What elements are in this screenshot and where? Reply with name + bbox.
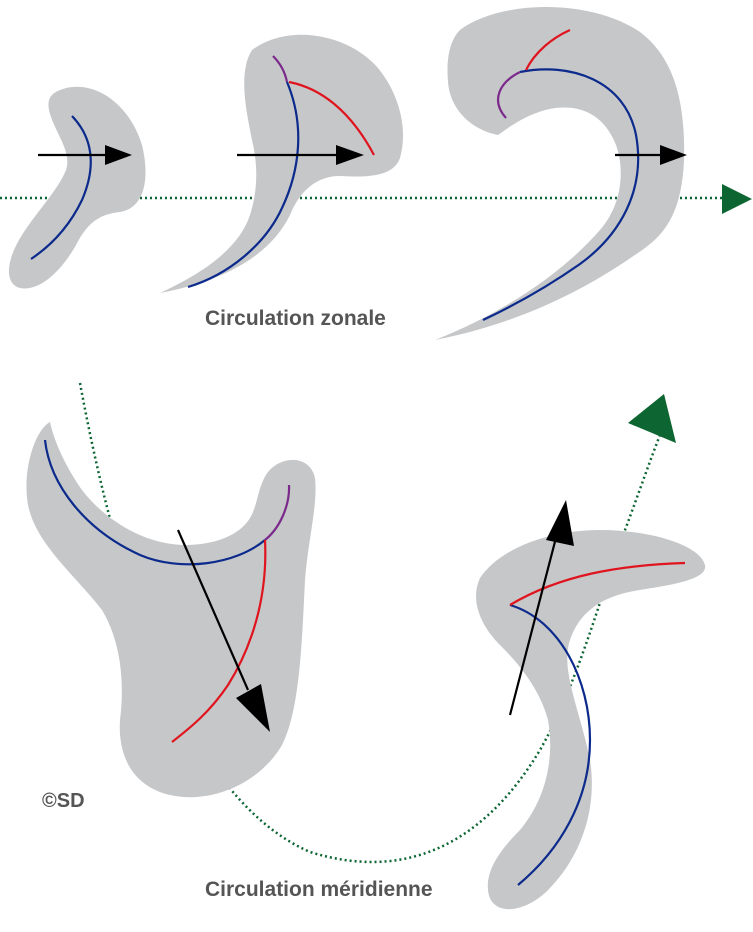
meridional-ridge-motion-arrowhead — [546, 500, 574, 546]
zonal-wave-1 — [8, 86, 146, 289]
meridional-trough-motion-arrowhead — [236, 684, 270, 732]
zonal-wave-3-red-front — [525, 28, 571, 71]
meridional-trough-blue-front — [43, 439, 266, 566]
meridional-ridge-red-front — [509, 561, 686, 606]
meridional-ridge-motion-arrow — [508, 529, 560, 716]
copyright-label: ©SD — [42, 790, 85, 812]
zonal-flow-arrowhead — [722, 184, 752, 214]
zonal-circulation-label: Circulation zonale — [205, 307, 386, 330]
zonal-wave-3-blue-front — [482, 68, 640, 321]
zonal-wave-2-shape — [160, 34, 404, 294]
meridional-flow-arrowhead — [628, 394, 676, 443]
meridional-trough-shape — [26, 422, 316, 798]
zonal-wave-3-shape — [435, 7, 685, 340]
meridional-trough-motion-arrow — [176, 529, 250, 691]
zonal-wave-1-blue-front — [30, 115, 92, 260]
meridional-ridge — [476, 500, 706, 910]
zonal-wave-2-red-front — [288, 80, 375, 156]
zonal-wave-2 — [160, 34, 404, 294]
zonal-wave-3-purple-front — [496, 71, 521, 119]
meridional-circulation-label: Circulation méridienne — [205, 878, 433, 901]
zonal-wave-1-motion-arrowhead — [105, 145, 132, 165]
zonal-wave-2-purple-front — [272, 55, 289, 83]
meridional-trough-red-front — [171, 539, 267, 743]
zonal-wave-3 — [435, 7, 687, 340]
meridional-ridge-shape — [476, 530, 706, 910]
meridional-ridge-blue-front — [509, 603, 592, 886]
zonal-wave-3-motion-arrowhead — [660, 145, 687, 165]
meridional-trough — [26, 422, 316, 798]
zonal-wave-1-shape — [8, 86, 146, 289]
zonal-wave-2-blue-front — [187, 81, 300, 289]
meridional-trough-purple-front — [264, 484, 291, 541]
zonal-wave-2-motion-arrowhead — [336, 145, 364, 165]
